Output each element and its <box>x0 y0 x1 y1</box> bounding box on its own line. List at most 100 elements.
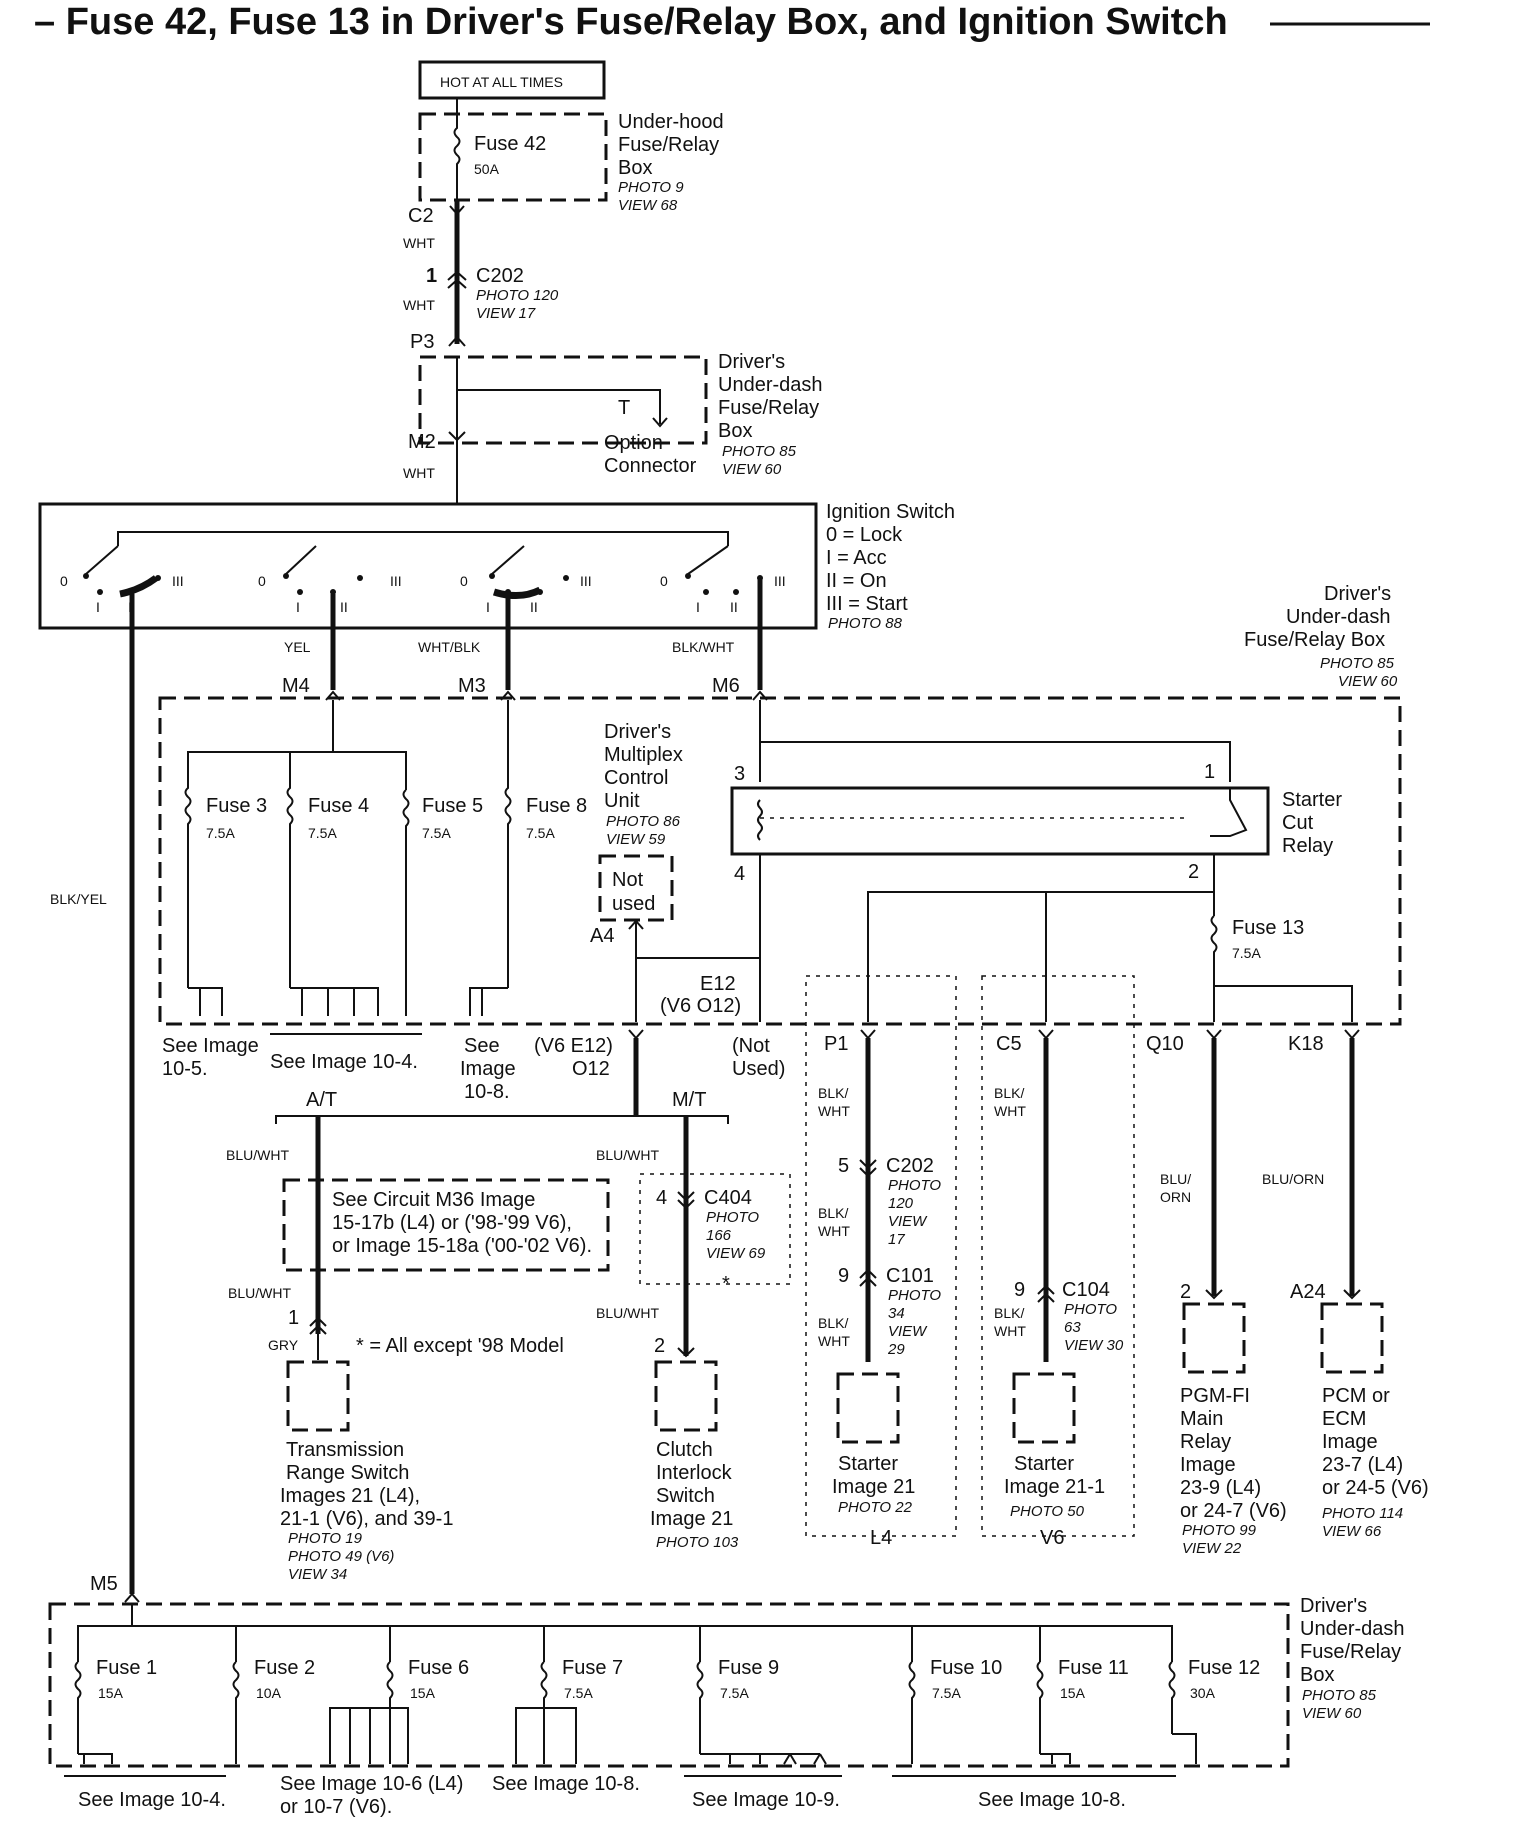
clutch-label-2: Interlock <box>656 1462 733 1484</box>
mcu-label-1: Driver's <box>604 721 671 743</box>
trs-label-2: Range Switch <box>286 1462 409 1484</box>
relay-pin-1: 1 <box>1204 761 1215 783</box>
pcm-label-2: ECM <box>1322 1408 1366 1430</box>
svg-text:I: I <box>696 599 700 615</box>
connector-a4: A4 <box>590 925 614 947</box>
clutch-component-box <box>654 1360 718 1432</box>
v6-c104-photo: PHOTO <box>1064 1301 1117 1318</box>
v6-starter-label-2: Image 21-1 <box>1004 1476 1105 1498</box>
svg-text:7.5A: 7.5A <box>1232 945 1261 961</box>
wire-gry: GRY <box>268 1337 299 1353</box>
wire-mt-bluwht-1: BLU/WHT <box>596 1147 659 1163</box>
svg-text:10A: 10A <box>256 1685 282 1701</box>
dudash-top-label-3: Fuse/Relay <box>718 397 819 419</box>
svg-text:Fuse 10: Fuse 10 <box>930 1657 1002 1679</box>
fuse-3: Fuse 3 7.5A <box>184 780 267 1016</box>
dudash-top-label-2: Under-dash <box>718 374 823 396</box>
mcu-label-2: Multiplex <box>604 744 683 766</box>
pcm-label-5: or 24-5 (V6) <box>1322 1477 1429 1499</box>
dudash-mid-photo: PHOTO 85 <box>1320 655 1395 672</box>
l4-label: L4 <box>870 1527 892 1549</box>
c202-pin: 1 <box>426 265 437 287</box>
underhood-fuse-box <box>418 112 608 202</box>
svg-text:Fuse 9: Fuse 9 <box>718 1657 779 1679</box>
wire-at-bluwht-1: BLU/WHT <box>226 1147 289 1163</box>
p3-terminal <box>448 335 466 347</box>
l4-wire-b1: BLK/ <box>818 1205 848 1221</box>
ignition-state-2: II = On <box>826 570 887 592</box>
fuse-12: Fuse 12 30A <box>1168 1657 1260 1764</box>
relay-switch <box>1210 788 1248 837</box>
pcm-label-3: Image <box>1322 1431 1378 1453</box>
l4-starter-label-2: Image 21 <box>832 1476 915 1498</box>
m6-terminal <box>752 690 768 701</box>
underhood-photo: PHOTO 9 <box>618 179 684 196</box>
v6-c104-view: VIEW 30 <box>1064 1337 1124 1354</box>
c404-star: * <box>722 1273 730 1295</box>
svg-text:Fuse 3: Fuse 3 <box>206 795 267 817</box>
svg-text:7.5A: 7.5A <box>720 1685 749 1701</box>
pgm-label-5: 23-9 (L4) <box>1180 1477 1261 1499</box>
clutch-photo: PHOTO 103 <box>656 1534 739 1551</box>
c202-label: C202 <box>476 265 524 287</box>
mcu-not-used-2: used <box>612 893 655 915</box>
fuse-4: Fuse 4 7.5A <box>286 780 379 1016</box>
relay-label-2: Cut <box>1282 812 1314 834</box>
c202-view: VIEW 17 <box>476 305 536 322</box>
clutch-label-1: Clutch <box>656 1439 713 1461</box>
wire-at-bluwht-2: BLU/WHT <box>228 1285 291 1301</box>
svg-text:II: II <box>340 599 348 615</box>
pgm-photo: PHOTO 99 <box>1182 1522 1257 1539</box>
fuse-13: Fuse 13 7.5A <box>1210 915 1304 1022</box>
wire-wht-3: WHT <box>403 465 435 481</box>
l4-c202-vnum: 17 <box>888 1231 905 1248</box>
pgm-label-6: or 24-7 (V6) <box>1180 1500 1287 1522</box>
dudash-mid-label-3: Fuse/Relay Box <box>1244 629 1385 651</box>
v6-c104-num: 63 <box>1064 1319 1081 1336</box>
svg-text:Fuse 7: Fuse 7 <box>562 1657 623 1679</box>
l4-c101-connector <box>859 1268 877 1287</box>
fuse-2: Fuse 2 10A <box>232 1626 315 1764</box>
wire-a4-e12 <box>635 865 761 959</box>
bot-see-10-8b: See Image 10-8. <box>978 1789 1126 1811</box>
v6-starter-photo: PHOTO 50 <box>1010 1503 1085 1520</box>
underhood-label-2: Fuse/Relay <box>618 134 719 156</box>
p1-terminal <box>860 1029 876 1040</box>
pgm-terminal <box>1205 1289 1223 1300</box>
l4-starter-label-1: Starter <box>838 1453 898 1475</box>
wire-pgm-1: BLU/ <box>1160 1171 1191 1187</box>
option-label-1: Option <box>604 432 663 454</box>
relay-pin-4: 4 <box>734 863 745 885</box>
svg-text:II: II <box>530 599 538 615</box>
c202-photo: PHOTO 120 <box>476 287 559 304</box>
hot-at-all-times-label: HOT AT ALL TIMES <box>440 74 563 90</box>
l4-region <box>805 975 957 1537</box>
v6-starter-box <box>1012 1372 1076 1444</box>
ignition-state-3: III = Start <box>826 593 908 615</box>
svg-text:0: 0 <box>460 573 468 589</box>
svg-text:I: I <box>296 599 300 615</box>
pcm-component-box <box>1320 1302 1384 1374</box>
pcm-photo: PHOTO 114 <box>1322 1505 1403 1522</box>
dudash-bot-box <box>48 1602 1290 1768</box>
dudash-top-box <box>418 355 708 445</box>
svg-text:Fuse 1: Fuse 1 <box>96 1657 157 1679</box>
trs-label-3: Images 21 (L4), <box>280 1485 420 1507</box>
c404-pin: 4 <box>656 1187 667 1209</box>
l4-c202-pin: 5 <box>838 1155 849 1177</box>
fuse-42-amp: 50A <box>474 161 500 177</box>
l4-c202-num: 120 <box>888 1195 914 1212</box>
fuse-11: Fuse 11 15A <box>1036 1626 1129 1764</box>
wire-fuse13-k18 <box>1214 985 1353 1022</box>
connector-q10: Q10 <box>1146 1033 1184 1055</box>
mt-label: M/T <box>672 1089 706 1111</box>
ignition-switch-box <box>38 502 818 630</box>
dudash-bot-label-2: Under-dash <box>1300 1618 1405 1640</box>
fuse-9: Fuse 9 7.5A <box>696 1626 827 1765</box>
l4-starter-box <box>836 1372 900 1444</box>
svg-text:7.5A: 7.5A <box>526 825 555 841</box>
fuse-42-label: Fuse 42 <box>474 133 546 155</box>
l4-c101-photo: PHOTO <box>888 1287 941 1304</box>
fuse-7: Fuse 7 7.5A <box>515 1626 623 1764</box>
fuse-10: Fuse 10 7.5A <box>908 1626 1002 1764</box>
